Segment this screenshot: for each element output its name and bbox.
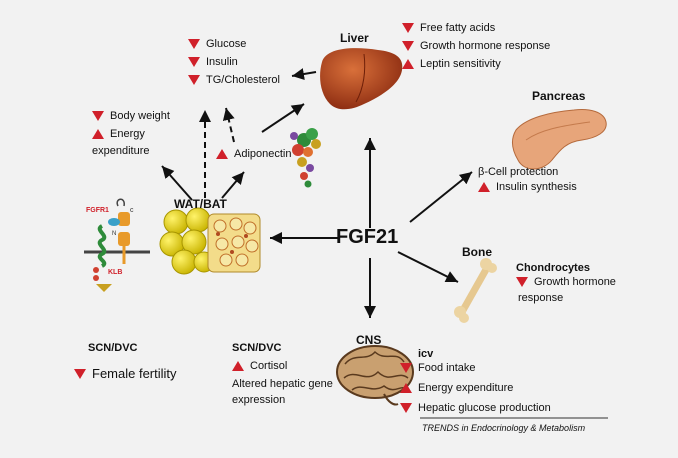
- trend-arrow-icon: [232, 361, 244, 371]
- arrow-fgf21-to-pancreas: [409, 171, 473, 223]
- list-item: Energy expenditure: [400, 382, 513, 394]
- bone-effect-growth-hormone: Growth hormone: [516, 276, 616, 288]
- list-item: Hepatic glucose production: [400, 402, 551, 414]
- list-item: Body weight: [92, 110, 170, 122]
- adiponectin-row: Adiponectin: [216, 148, 292, 160]
- trend-arrow-icon: [188, 75, 200, 85]
- trend-arrow-icon: [74, 368, 86, 379]
- wat-cells-icon: [159, 207, 215, 275]
- trend-arrow-icon: [400, 403, 412, 413]
- trend-arrow-icon: [188, 57, 200, 67]
- scn2-line2: Altered hepatic gene: [232, 378, 333, 390]
- list-item: Growth hormone response: [402, 40, 550, 52]
- arrow-wat-to-adiponectin: [221, 171, 245, 199]
- bat-cells-icon: [207, 213, 261, 273]
- fgfr1-klb-receptor-icon: [84, 198, 150, 292]
- trend-arrow-icon: [92, 129, 104, 139]
- klb-label: KLB: [108, 269, 123, 276]
- list-item: Glucose: [188, 38, 246, 50]
- up-arrow-icon: [216, 149, 228, 159]
- list-item: TG/Cholesterol: [188, 74, 280, 86]
- arrow-liver-to-metabolic: [291, 68, 317, 80]
- scn-dvc-title-2: SCN/DVC: [232, 342, 282, 354]
- pancreas-effect-beta-cell: β-Cell protection: [478, 166, 559, 178]
- journal-footer: TRENDS in Endocrinology & Metabolism: [422, 423, 586, 433]
- trend-arrow-icon: [402, 41, 414, 51]
- list-item: Free fatty acids: [402, 22, 495, 34]
- trend-arrow-icon: [516, 277, 528, 287]
- arrow-wat-to-body: [161, 165, 193, 201]
- adiponectin-label: Adiponectin: [234, 148, 292, 160]
- list-item: Leptin sensitivity: [402, 58, 501, 70]
- trend-arrow-icon: [478, 182, 490, 192]
- bone-effect-continued: response: [518, 292, 564, 304]
- arrow-adiponectin-to-liver: [261, 103, 305, 133]
- pancreas-label: Pancreas: [532, 89, 586, 103]
- bone-label: Bone: [462, 245, 492, 259]
- liver-label: Liver: [340, 31, 369, 45]
- scn-dvc-title-1: SCN/DVC: [88, 342, 138, 354]
- adiponectin-protein-icon: [290, 128, 321, 188]
- fgf21-label: FGF21: [336, 226, 399, 248]
- body-effects-continued: expenditure: [92, 145, 150, 157]
- cns-label: CNS: [356, 333, 382, 347]
- scn2-effect: Cortisol: [232, 360, 287, 372]
- list-item: Food intake: [400, 362, 475, 374]
- wat-bat-label: WAT/BAT: [174, 197, 227, 211]
- scn2-line3: expression: [232, 394, 286, 406]
- trend-arrow-icon: [92, 111, 104, 121]
- trend-arrow-icon: [188, 39, 200, 49]
- list-item: Energy: [92, 128, 145, 140]
- liver-icon: [320, 48, 403, 110]
- fgf21-n-label: N: [112, 231, 117, 237]
- trend-arrow-icon: [400, 363, 412, 373]
- bone-icon: [454, 258, 497, 323]
- brain-icon: [336, 345, 414, 406]
- arrow-adiponectin-to-metabolic: [222, 107, 235, 143]
- pancreas-effect-insulin: Insulin synthesis: [478, 181, 577, 193]
- trend-arrow-icon: [402, 23, 414, 33]
- list-item: Insulin: [188, 56, 238, 68]
- icv-label: icv: [418, 348, 434, 360]
- fgfr1-c-label: c: [130, 207, 134, 214]
- pancreas-icon: [511, 109, 607, 170]
- chondrocytes-label: Chondrocytes: [516, 262, 590, 274]
- fgfr1-label: FGFR1: [86, 207, 109, 214]
- scn1-effect: Female fertility: [74, 366, 177, 381]
- trend-arrow-icon: [400, 383, 412, 393]
- trend-arrow-icon: [402, 59, 414, 69]
- arrow-fgf21-to-bone: [397, 251, 459, 283]
